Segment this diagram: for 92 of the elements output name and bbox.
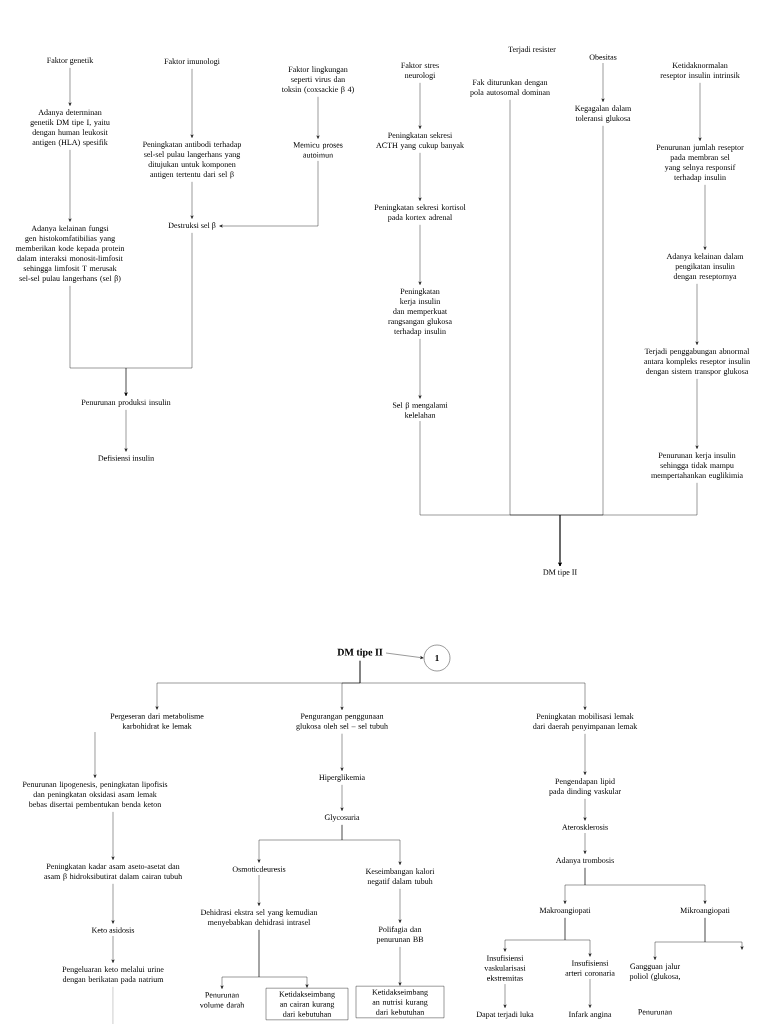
step-text: Adanya kelainan dalam pengikatan insulin dengan reseptornya — [666, 253, 744, 281]
arrow — [124, 232, 193, 396]
arrow — [124, 409, 128, 452]
step-text: Insufisiensi arteri coronaria — [565, 960, 615, 976]
step-text: Glycosuria — [324, 814, 360, 822]
step-text: Pergeseran dari metabolisme karbohidrat ke lemak — [110, 713, 204, 729]
step-text: Infark angina — [568, 1011, 612, 1019]
arrow — [584, 867, 707, 904]
step-text: Defisiensi insulin — [98, 455, 154, 461]
arrow — [418, 338, 422, 399]
step-text: Mikroangiopati — [680, 907, 730, 915]
arrow — [93, 731, 97, 778]
arrow — [385, 652, 424, 659]
step-text: Destruksi sel β — [168, 222, 216, 230]
arrow — [111, 811, 115, 860]
step-text: Polifagia dan penurunan BB — [376, 926, 424, 944]
step-text: Peningkatan mobilisasi lemak dari daerah penyimpanan lemak — [533, 713, 638, 731]
arrow — [695, 378, 699, 449]
step-text: Peningkatan kerja insulin dan memperkuat rangsangan glukosa terhadap insulin — [388, 288, 452, 336]
arrow — [359, 660, 587, 710]
step-text: Adanya trombosis — [555, 857, 614, 865]
arrow — [68, 67, 72, 106]
arrow — [418, 82, 422, 129]
step-text: Peningkatan sekresi kortisol pada kortex adrenal — [374, 204, 466, 222]
arrow — [398, 946, 402, 986]
arrow — [418, 224, 422, 285]
arrow — [190, 181, 194, 219]
step-text: Sel β mengalami kelelahan — [392, 402, 448, 418]
arrow — [704, 917, 744, 950]
step-text: Faktor genetik — [47, 57, 94, 65]
step-text: Osmoticdeuresis — [232, 866, 286, 872]
arrow — [340, 733, 344, 771]
arrow — [316, 96, 320, 139]
arrow — [583, 798, 587, 821]
arrow — [695, 283, 699, 345]
note-text: Penurunan — [638, 1009, 672, 1015]
step-text: Keseimbangan kalori negatif dalam tubuh — [365, 868, 435, 886]
step-text: Dapat terjadi luka — [476, 1011, 534, 1019]
arrow — [190, 68, 194, 138]
step-text: Kegagalan dalam toleransi glukosa — [575, 105, 632, 123]
process-box: Ketidakseimbang an nutrisi kurang dari kebutuhan — [355, 986, 445, 1019]
step-text: Adanya determinan genetik DM tipe I, yaitu dengan human leukosit antigen (HLA) spesifik — [30, 109, 110, 147]
arrow — [219, 160, 319, 228]
step-text: Peningkatan sekresi ACTH yang cukup banyak — [376, 132, 464, 150]
arrow — [111, 883, 115, 924]
arrow — [398, 888, 402, 923]
step-text: Dehidrasi ekstra sel yang kemudian menyebabkan dehidrasi intrasel — [200, 909, 318, 927]
arrow — [558, 482, 698, 566]
step-text: Aterosklerosis — [562, 824, 608, 830]
step-text: Terjadi penggabungan abnormal antara kompleks reseptor insulin dengan sistem transpor glukosa — [644, 348, 750, 376]
step-text: Penurunan volume darah — [199, 992, 245, 1008]
step-text: Faktor imunologi — [164, 58, 220, 66]
step-text: Peningkatan kadar asam aseto-asetat dan asam β hidroksibutirat dalam cairan tubuh — [44, 863, 183, 881]
step-text: Gangguan jalur poliol (glukosa, — [629, 963, 681, 981]
step-text: Fak diturunkan dengan pola autosomal dominan — [470, 79, 550, 97]
arrow — [68, 149, 72, 222]
arrow — [583, 733, 587, 775]
arrow — [340, 784, 344, 811]
arrow — [564, 917, 592, 957]
step-text: Faktor stres neurologi — [401, 62, 439, 80]
arrow — [257, 874, 261, 906]
arrow — [258, 929, 309, 988]
arrow — [698, 82, 702, 141]
arrow — [703, 184, 707, 250]
step-text: Penurunan jumlah reseptor pada membran sel yang selnya responsif terhadap insulin — [656, 144, 744, 182]
step-text: Insufisiensi vaskularisasi ekstremitas — [484, 955, 526, 981]
step-text: Ketidaknormalan reseptor insulin intrinsik — [660, 62, 740, 80]
arrow — [111, 935, 115, 963]
step-text: Penurunan produksi insulin — [81, 399, 171, 407]
arrow — [583, 832, 587, 854]
step-text: Pengendapan lipid pada dinding vaskular — [549, 778, 621, 796]
step-text: Penurunan lipogenesis, peningkatan lipofisis dan peningkatan oksidasi asam lemak bebas disertai pembentukan benda keton — [22, 781, 168, 809]
step-text: Hiperglikemia — [319, 774, 365, 782]
step-text: Faktor lingkungan seperti virus dan toksin (coxsackie β 4) — [281, 66, 354, 94]
step-text: Keto asidosis — [91, 927, 135, 933]
arrow — [588, 978, 592, 1008]
step-text: Makroangiopati — [539, 907, 591, 915]
step-text: Pengeluaran keto melalui urine dengan berikatan pada natrium — [62, 966, 164, 984]
step-text: Obesitas — [589, 54, 617, 60]
step-text: Penurunan kerja insulin sehingga tidak mampu mempertahankan euglikimia — [651, 452, 743, 480]
step-text: Adanya kelainan fungsi gen histokomfatibilias yang memberikan kode kepada protein dalam interaksi monosit-limfosit sehingga limfosit T merusak sel-sel pulau langerhans (sel β) — [15, 225, 125, 283]
step-text: Peningkatan antibodi terhadap sel-sel pulau langerhans yang ditujukan untuk komponen antigen tertentu dari sel β — [142, 141, 241, 179]
arrow — [601, 62, 605, 102]
arrow — [418, 152, 422, 201]
arrow — [341, 824, 402, 865]
heading-text: DM tipe II — [337, 648, 383, 658]
process-box: Ketidakseimbang an cairan kurang dari kebutuhan — [265, 988, 349, 1021]
step-text: DM tipe II — [543, 569, 577, 577]
step-text: Memicu proses autoimun — [293, 142, 343, 158]
arrow — [503, 983, 507, 1008]
step-text: Pengurangan penggunaan glukosa oleh sel – sel tubuh — [296, 713, 388, 731]
note-text: Terjadi resister — [508, 46, 556, 54]
